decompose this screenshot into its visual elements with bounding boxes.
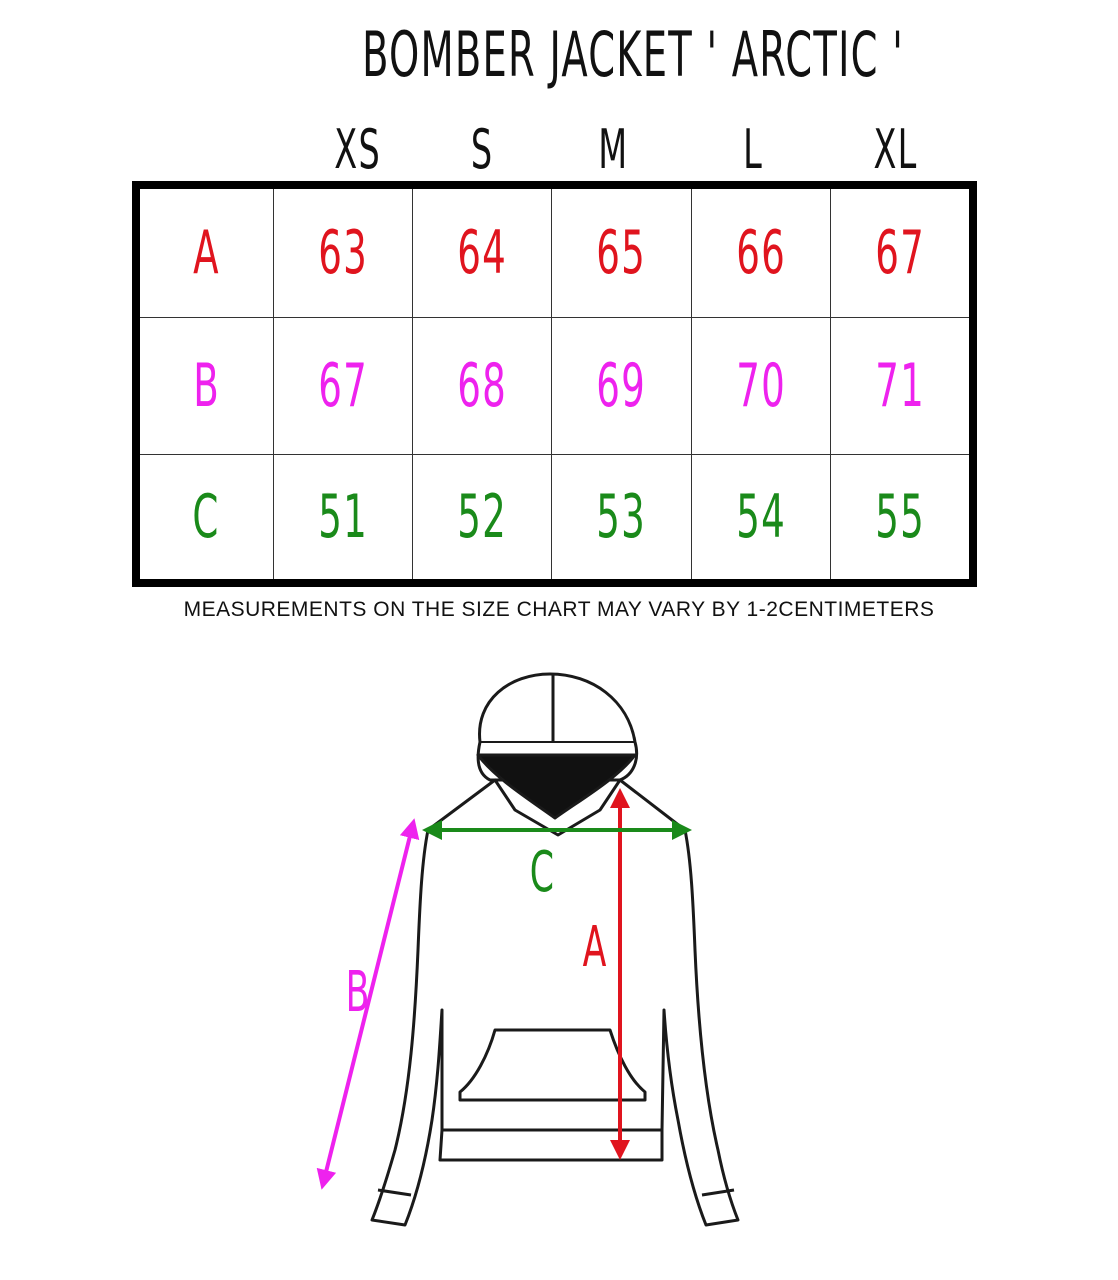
row-label-c: C [135, 454, 274, 584]
table-cell: 70 [690, 317, 832, 455]
row-label-a: A [135, 184, 274, 318]
table-row-a: A 63 64 65 66 67 [135, 184, 974, 318]
table-cell: 52 [412, 454, 553, 584]
label-c: C [529, 840, 556, 905]
table-cell: 68 [412, 317, 553, 455]
table-cell: 55 [830, 454, 974, 584]
size-header: XS S M L XL [0, 118, 1118, 188]
arrow-b [316, 818, 420, 1190]
row-label-b: B [135, 317, 274, 455]
chart-title: BOMBER JACKET ' ARCTIC ' [362, 18, 904, 91]
table-cell: 53 [551, 454, 692, 584]
size-label-s: S [470, 118, 494, 181]
table-row-b: B 67 68 69 70 71 [135, 317, 974, 455]
table-cell: 67 [272, 317, 414, 455]
hoodie-diagram: A B C [300, 660, 820, 1260]
size-label-l: L [743, 118, 763, 181]
table-cell: 63 [272, 184, 414, 318]
label-a: A [582, 915, 608, 980]
size-label-xs: XS [334, 118, 382, 181]
table-cell: 69 [551, 317, 692, 455]
measurement-note: MEASUREMENTS ON THE SIZE CHART MAY VARY … [183, 598, 935, 621]
hoodie-icon [316, 672, 740, 1227]
size-chart-table: A 63 64 65 66 67 B 67 68 69 70 71 C 51 5… [132, 181, 977, 587]
table-cell: 51 [272, 454, 414, 584]
table-row-c: C 51 52 53 54 55 [135, 454, 974, 584]
label-b: B [345, 960, 371, 1025]
size-label-m: M [597, 118, 629, 181]
size-label-xl: XL [873, 118, 919, 181]
table-cell: 66 [690, 184, 832, 318]
table-cell: 54 [690, 454, 832, 584]
table-cell: 64 [412, 184, 553, 318]
table-cell: 65 [551, 184, 692, 318]
table-cell: 67 [830, 184, 974, 318]
table-cell: 71 [830, 317, 974, 455]
